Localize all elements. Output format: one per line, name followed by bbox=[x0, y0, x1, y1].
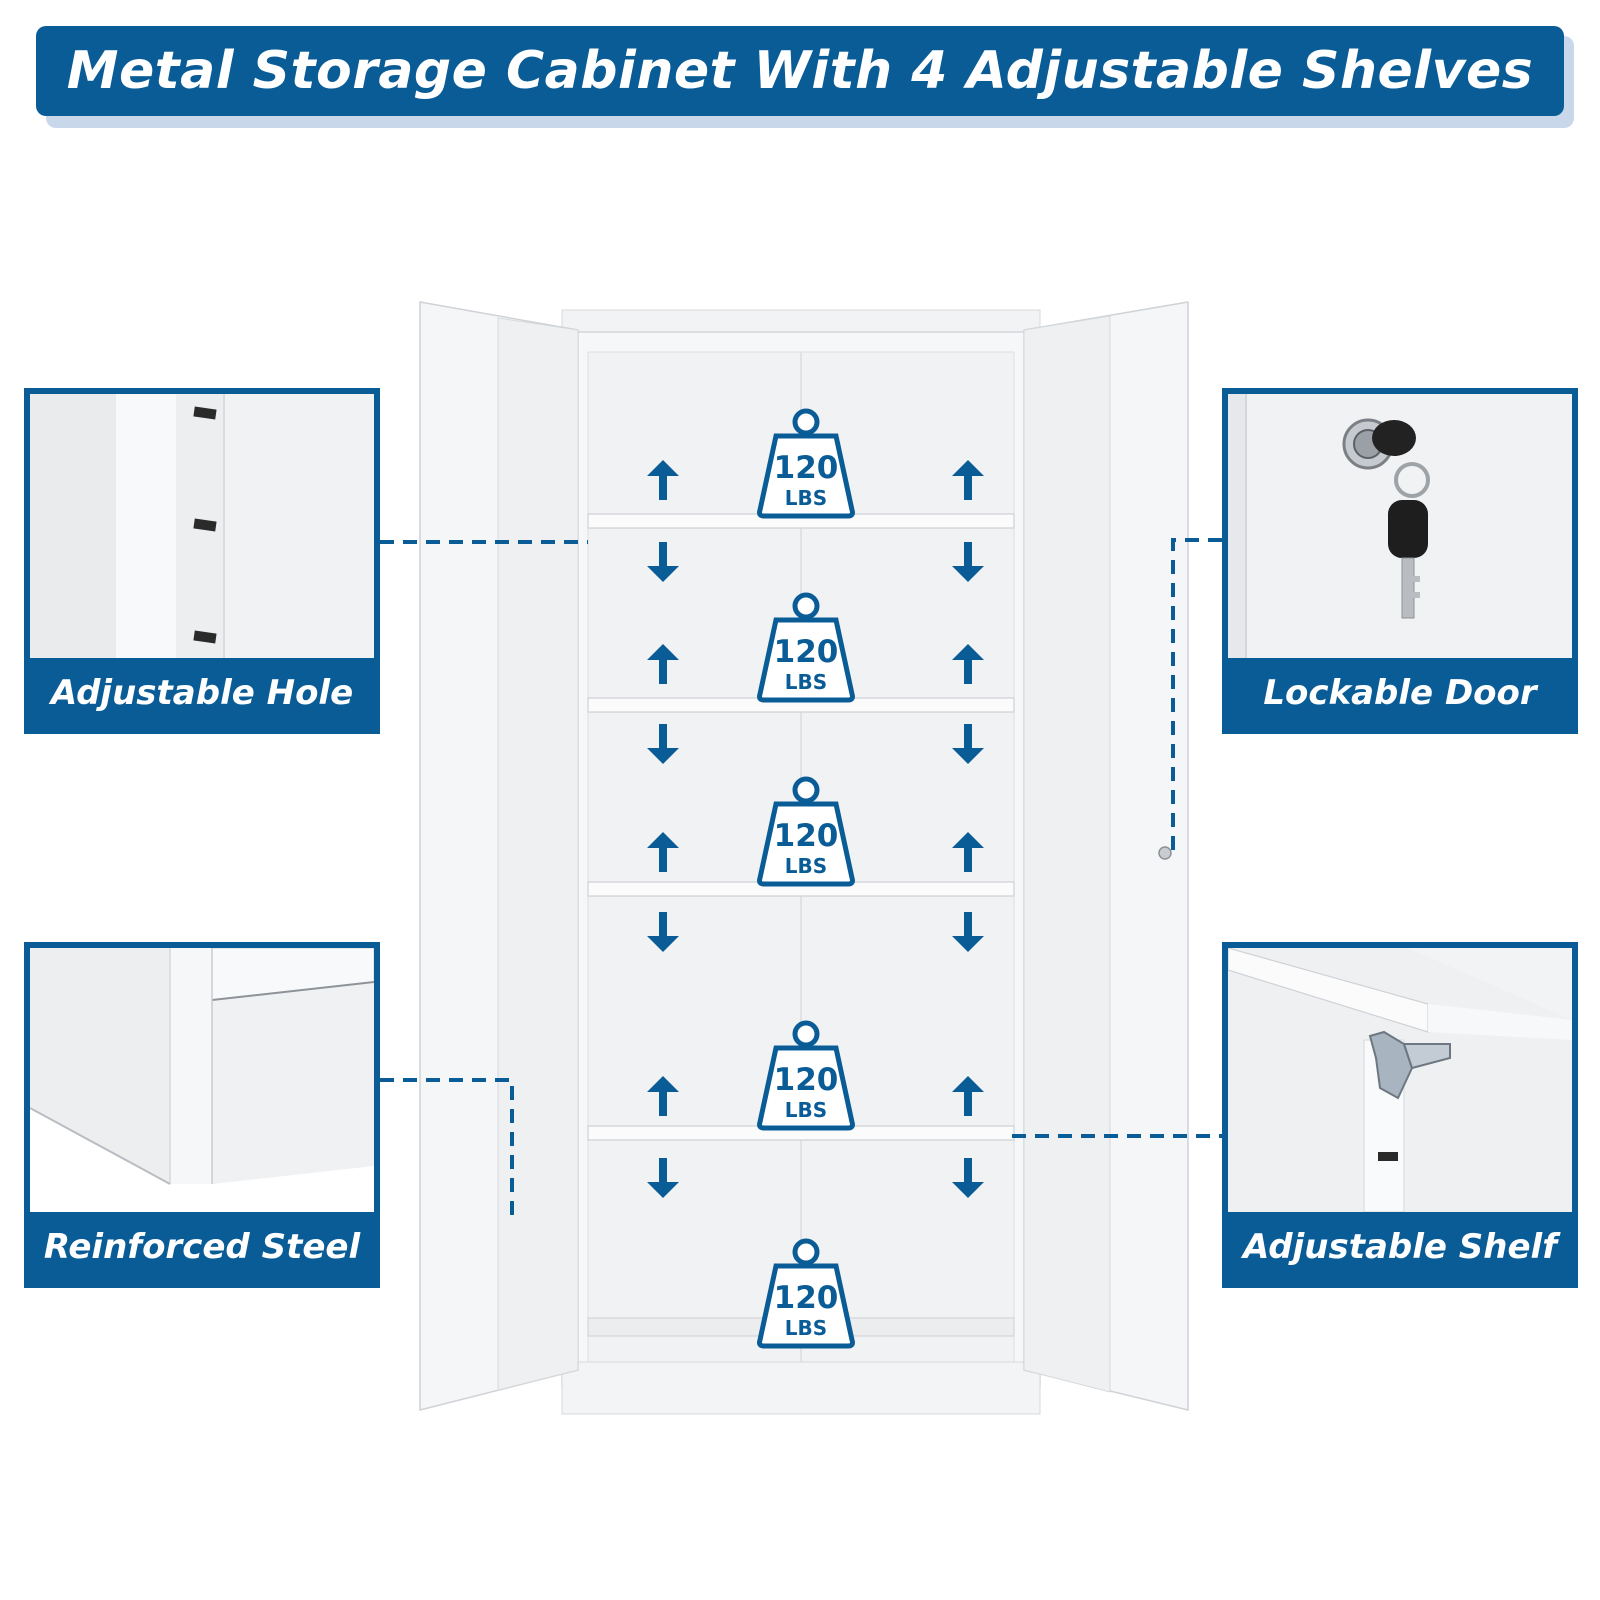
connector-lockable-door bbox=[1171, 538, 1222, 850]
banner-title: Metal Storage Cabinet With 4 Adjustable … bbox=[66, 41, 1534, 101]
callout-adjustable-hole: Adjustable Hole bbox=[24, 388, 380, 734]
lock-icon bbox=[1158, 846, 1172, 860]
weight-icon-3: 120 LBS bbox=[757, 776, 855, 887]
left-door-inner-panel bbox=[497, 317, 579, 1391]
shelf-clip-icon bbox=[1368, 1030, 1451, 1100]
right-door-inner-panel bbox=[1023, 315, 1111, 1393]
reinforced-steel-label: Reinforced Steel bbox=[43, 1227, 361, 1267]
weight-icon-4: 120 LBS bbox=[757, 1020, 855, 1131]
badge-1-unit: LBS bbox=[785, 486, 827, 510]
badge-4-unit: LBS bbox=[785, 1098, 827, 1122]
adjustable-shelf-label: Adjustable Shelf bbox=[1243, 1227, 1557, 1267]
title-banner: Metal Storage Cabinet With 4 Adjustable … bbox=[36, 26, 1564, 116]
key-icon bbox=[1372, 420, 1430, 619]
callout-adjustable-shelf: Adjustable Shelf bbox=[1222, 942, 1578, 1288]
badge-1-value: 120 bbox=[774, 450, 839, 486]
badge-3-value: 120 bbox=[774, 818, 839, 854]
badge-3-unit: LBS bbox=[785, 854, 827, 878]
weight-icon-2: 120 LBS bbox=[757, 592, 855, 703]
reinforced-steel-photo bbox=[30, 948, 374, 1212]
callout-reinforced-steel: Reinforced Steel bbox=[24, 942, 380, 1288]
badge-5-value: 120 bbox=[774, 1280, 839, 1316]
badge-2-unit: LBS bbox=[785, 670, 827, 694]
lockable-door-photo bbox=[1228, 394, 1572, 658]
weight-icon-1: 120 LBS bbox=[757, 408, 855, 519]
callout-lockable-door: Lockable Door bbox=[1222, 388, 1578, 734]
cabinet-base bbox=[561, 1361, 1041, 1415]
adjustable-hole-photo bbox=[30, 394, 374, 658]
lockable-door-label: Lockable Door bbox=[1263, 673, 1537, 713]
cabinet-top-trim bbox=[561, 309, 1041, 335]
badge-5-unit: LBS bbox=[785, 1316, 827, 1340]
badge-4-value: 120 bbox=[774, 1062, 839, 1098]
adjustable-hole-label: Adjustable Hole bbox=[50, 673, 354, 713]
badge-2-value: 120 bbox=[774, 634, 839, 670]
adjustable-shelf-photo bbox=[1228, 948, 1572, 1212]
weight-icon-5: 120 LBS bbox=[757, 1238, 855, 1349]
